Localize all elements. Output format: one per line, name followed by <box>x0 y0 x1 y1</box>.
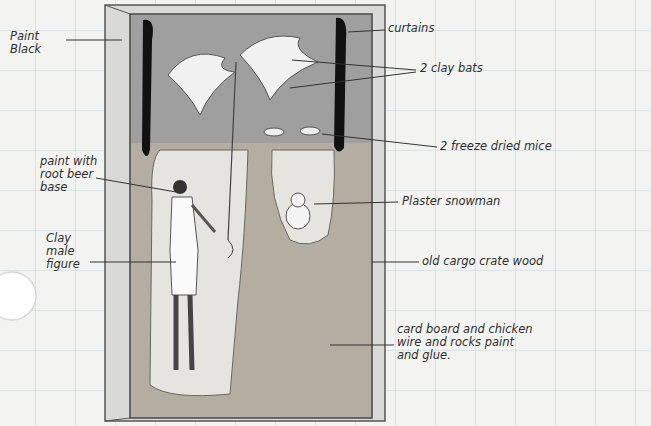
curtain <box>142 20 153 156</box>
clay-bat <box>240 36 318 100</box>
clay-bat <box>168 54 235 115</box>
leader-line <box>292 60 416 70</box>
curtain <box>334 18 346 152</box>
ground <box>131 143 371 417</box>
leader-line <box>96 178 176 192</box>
leader-line <box>330 345 394 346</box>
crate-edge <box>105 5 130 14</box>
annotation-label: card board and chicken wire and rocks pa… <box>397 323 537 362</box>
freeze-dried-mouse <box>264 128 284 136</box>
leader-line <box>372 262 419 263</box>
leader-line <box>90 262 176 263</box>
crate-edge <box>105 418 130 421</box>
leader-line <box>314 202 398 204</box>
clay-male-figure <box>192 205 215 232</box>
annotation-label: Paint Black <box>10 30 65 56</box>
annotation-label: old cargo crate wood <box>422 255 622 268</box>
string <box>228 240 233 258</box>
clay-male-figure <box>176 295 192 370</box>
annotation-label: Plaster snowman <box>402 195 542 208</box>
annotation-label: curtains <box>388 22 478 35</box>
annotation-label: paint with root beer base <box>40 155 98 194</box>
tunnel <box>150 150 248 396</box>
string <box>228 62 236 240</box>
crate-outer <box>105 5 385 421</box>
leader-line <box>348 30 385 32</box>
annotation-label: Clay male figure <box>46 232 90 271</box>
tunnel <box>271 150 334 244</box>
leader-line <box>66 40 122 41</box>
leader-line <box>290 72 416 88</box>
clay-male-figure <box>170 197 198 295</box>
plaster-snowman <box>291 193 305 207</box>
annotation-label: 2 freeze dried mice <box>440 140 610 153</box>
freeze-dried-mouse <box>300 127 320 135</box>
annotation-label: 2 clay bats <box>420 62 540 75</box>
leader-line <box>322 134 437 147</box>
crate-inner <box>130 14 372 418</box>
punch-hole <box>0 272 36 320</box>
